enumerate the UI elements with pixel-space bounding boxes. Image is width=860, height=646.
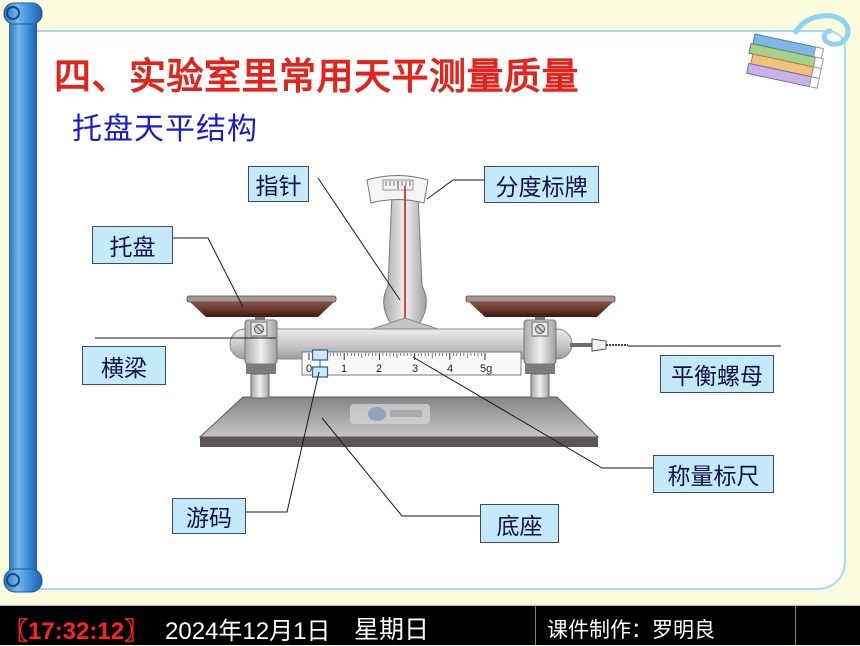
author-credit: 课件制作：罗明良 (547, 618, 715, 642)
label-scale-plate: 分度标牌 (484, 166, 599, 203)
balance-nut (570, 338, 628, 352)
swirl-ornament (793, 13, 851, 47)
date: 2024年12月1日 (165, 618, 331, 645)
right-pan-rim (465, 295, 616, 303)
weekday: 星期日 (354, 616, 430, 644)
scroll-top-curl (6, 6, 20, 20)
scroll-ornament (3, 2, 43, 593)
label-pointer: 指针 (248, 166, 309, 202)
scale-tick-label: 1 (341, 363, 347, 375)
scale-tick-label: 5g (480, 363, 492, 375)
left-bracket (244, 319, 278, 365)
right-bracket (523, 319, 557, 365)
weighing-scale-strip (301, 351, 522, 376)
leader-line-pan (173, 237, 244, 308)
slide-panel (36, 30, 846, 590)
label-base: 底座 (480, 504, 559, 543)
leader-lines (95, 177, 781, 517)
status-bar: 〖17:32:12〗 2024年12月1日 星期日 课件制作：罗明良 (0, 605, 860, 645)
weighing-scale: 0 1 2 3 4 5g (301, 351, 522, 376)
leader-line-base (321, 417, 480, 517)
left-pan-body (190, 302, 334, 317)
scroll-body (9, 14, 37, 580)
rider-bottom (311, 366, 329, 378)
rider-top (311, 349, 329, 361)
balance-diagram: 0 1 2 3 4 5g (95, 175, 781, 517)
balance-nut-knob (591, 338, 607, 352)
left-support (246, 362, 276, 399)
right-support (525, 362, 555, 399)
weighing-scale-ticks (308, 353, 486, 360)
base-front (200, 437, 598, 447)
base (198, 396, 600, 447)
left-pan-rim (186, 295, 337, 303)
books-icon (746, 33, 825, 89)
right-pan-body (469, 302, 613, 317)
label-rider: 游码 (172, 498, 246, 534)
rider (311, 349, 329, 378)
clock: 〖17:32:12〗 (4, 618, 149, 645)
brand-logo (350, 404, 430, 424)
slide-title: 四、实验室里常用天平测量质量 (54, 55, 579, 98)
left-pan (186, 295, 337, 322)
leader-line-pointer (317, 177, 401, 301)
label-balance-nut: 平衡螺母 (660, 355, 774, 393)
scroll-bottom-curl (6, 573, 20, 587)
top-right-ornaments (746, 13, 851, 89)
label-beam: 横梁 (82, 346, 166, 385)
leader-line-weighing-scale (412, 356, 653, 469)
leader-line-rider (246, 371, 320, 513)
scale-tick-label: 0 (306, 363, 312, 375)
scale-tick-label: 3 (412, 363, 418, 375)
scale-plate-body (366, 175, 429, 204)
label-pan: 托盘 (92, 226, 173, 264)
scale-plate (366, 175, 429, 204)
label-weighing-scale: 称量标尺 (653, 455, 774, 493)
slide-subtitle: 托盘天平结构 (72, 112, 258, 147)
author-box: 课件制作：罗明良 (535, 606, 796, 645)
leader-line-scale-plate (426, 179, 484, 200)
scale-tick-label: 2 (376, 363, 382, 375)
right-pan (465, 295, 616, 322)
scale-tick-label: 4 (447, 363, 453, 375)
